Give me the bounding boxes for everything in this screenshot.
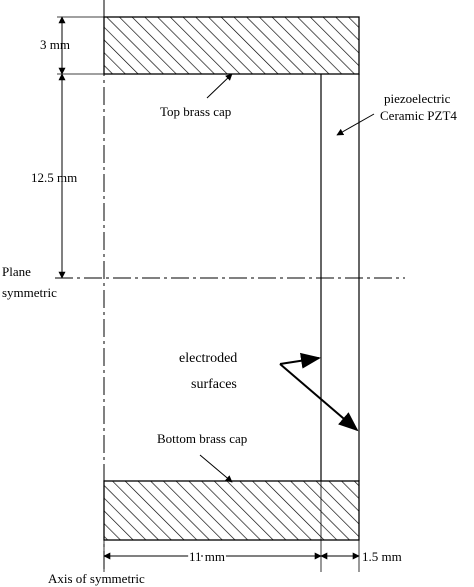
axis-label: Axis of symmetric: [48, 571, 145, 586]
ceramic-label-line1: piezoelectric: [384, 91, 451, 106]
bottom-cap-label: Bottom brass cap: [157, 431, 247, 446]
top-cap-leader: [206, 73, 233, 99]
plane-label-line2: symmetric: [2, 285, 57, 300]
height-label: 12.5 mm: [31, 170, 77, 185]
top-cap-label: Top brass cap: [160, 104, 231, 119]
top-brass-cap: [103, 16, 360, 75]
cap-height-label: 3 mm: [40, 37, 70, 52]
electroded-outer-arrow: [279, 363, 359, 432]
electroded-label-line1: electroded: [179, 351, 237, 366]
bottom-cap-leader: [199, 454, 233, 483]
bottom-brass-cap: [103, 480, 360, 541]
electroded-inner-arrow: [279, 352, 321, 369]
thickness-label: 1.5 mm: [362, 549, 402, 564]
plane-label-line1: Plane: [2, 264, 31, 279]
ceramic-label-line2: Ceramic PZT4: [380, 108, 457, 123]
radius-label: 11 mm: [189, 549, 225, 564]
ceramic-leader: [336, 113, 375, 136]
electroded-label-line2: surfaces: [191, 377, 237, 392]
